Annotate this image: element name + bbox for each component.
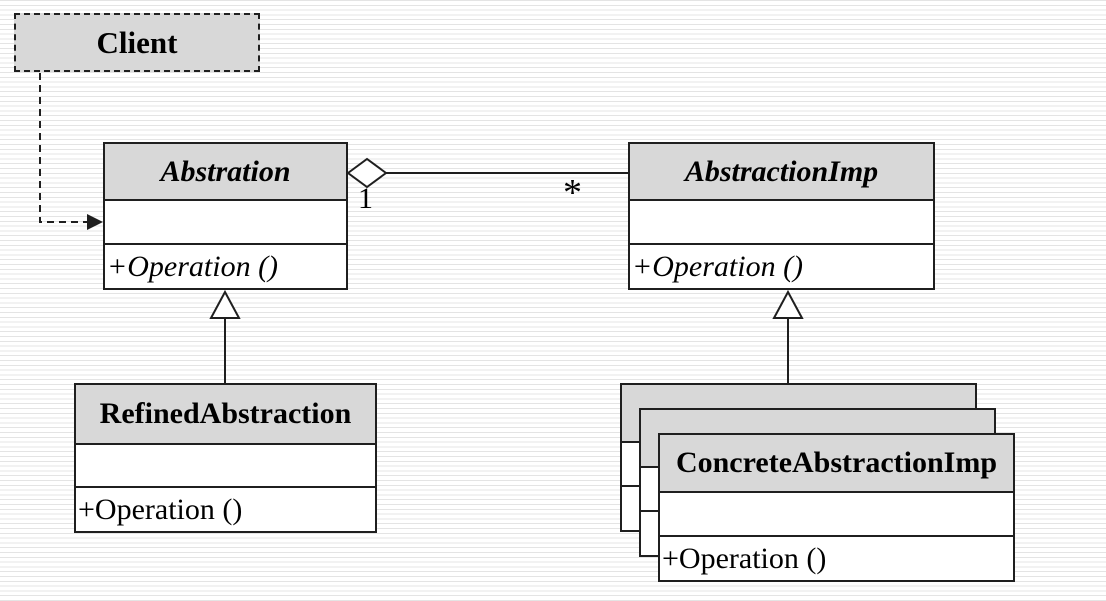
class-abstraction-imp-name: AbstractionImp [630,144,933,201]
class-abstraction-imp: AbstractionImp +Operation () [628,142,935,290]
generalization-concrete-triangle-icon [772,289,804,319]
class-abstraction-name: Abstration [105,144,346,201]
class-abstraction: Abstration +Operation () [103,142,348,290]
dependency-arrowhead-icon [87,214,103,230]
class-concrete-abstraction-imp-operation: +Operation () [660,537,1013,580]
class-abstraction-attributes [105,201,346,245]
class-client-name: Client [96,24,178,60]
aggregation-diamond-icon [346,157,388,189]
class-concrete-abstraction-imp-name: ConcreteAbstractionImp [660,435,1013,493]
class-client: Client [14,13,260,72]
class-refined-abstraction-operation: +Operation () [76,488,375,531]
aggregation-multiplicity-many: * [563,172,582,214]
class-refined-abstraction-name: RefinedAbstraction [76,385,375,445]
class-concrete-abstraction-imp-attributes [660,493,1013,537]
class-refined-abstraction: RefinedAbstraction +Operation () [74,383,377,533]
class-abstraction-operation: +Operation () [105,245,346,288]
class-abstraction-imp-operation: +Operation () [630,245,933,288]
class-refined-abstraction-attributes [76,445,375,488]
generalization-refined-triangle-icon [209,289,241,319]
aggregation-multiplicity-one: 1 [358,182,373,215]
dependency-line [39,73,90,223]
class-abstraction-imp-attributes [630,201,933,245]
class-concrete-abstraction-imp: ConcreteAbstractionImp +Operation () [658,433,1015,582]
